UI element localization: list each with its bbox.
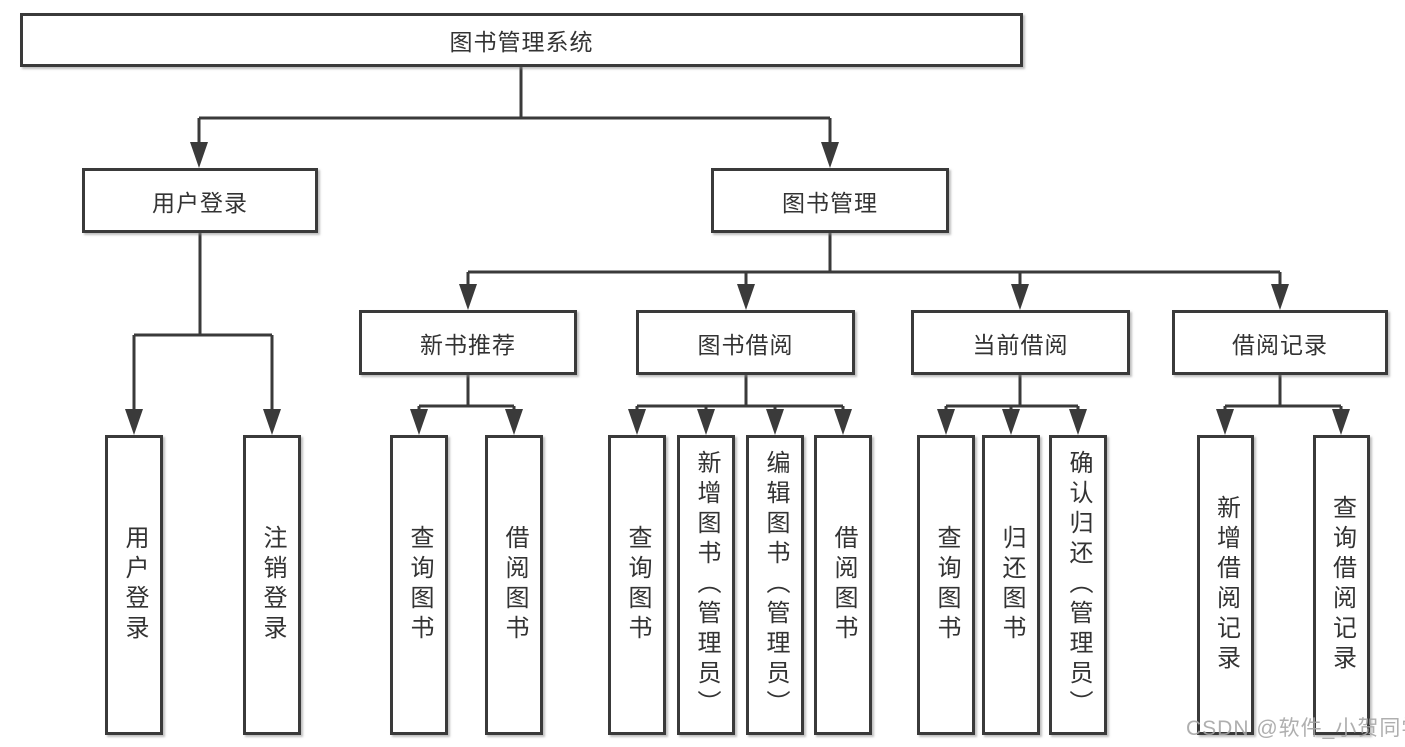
arrow-icon xyxy=(1332,409,1350,435)
leaf-query-books: 查询图书 xyxy=(917,435,975,735)
leaf-label: 归还图书 xyxy=(998,525,1025,645)
arrow-icon xyxy=(190,142,208,168)
node-current-borrowing: 当前借阅 xyxy=(911,310,1130,375)
leaf-logout: 注销登录 xyxy=(243,435,301,735)
leaf-query-books: 查询图书 xyxy=(390,435,448,735)
leaf-query-borrow-record: 查询借阅记录 xyxy=(1313,435,1370,735)
arrow-icon xyxy=(821,142,839,168)
leaf-label: 注销登录 xyxy=(259,525,286,645)
arrow-icon xyxy=(1069,409,1087,435)
leaf-label: 确认归还（管理员） xyxy=(1065,450,1092,720)
arrow-icon xyxy=(628,409,646,435)
leaf-confirm-return-admin: 确认归还（管理员） xyxy=(1049,435,1107,735)
connector-book-borrowing-children xyxy=(635,375,845,412)
arrow-icon xyxy=(1011,284,1029,310)
connector-borrowing-records-children xyxy=(1223,375,1343,412)
leaf-label: 查询借阅记录 xyxy=(1328,495,1356,675)
arrow-icon xyxy=(1271,284,1289,310)
connector-new-book-recommend-children xyxy=(417,375,516,412)
arrow-icon xyxy=(1002,409,1020,435)
node-new-book-recommend: 新书推荐 xyxy=(359,310,577,375)
leaf-borrow-books: 借阅图书 xyxy=(814,435,872,735)
arrow-icon xyxy=(697,409,715,435)
node-book-borrowing: 图书借阅 xyxy=(636,310,855,375)
leaf-label: 新增图书（管理员） xyxy=(693,450,720,720)
watermark: CSDN @软件_小贺同学 xyxy=(1186,717,1405,740)
leaf-edit-books-admin: 编辑图书（管理员） xyxy=(746,435,804,735)
arrow-icon xyxy=(1216,409,1234,435)
connector-book-management-children xyxy=(466,233,1282,288)
leaf-borrow-books: 借阅图书 xyxy=(485,435,543,735)
arrow-icon xyxy=(737,284,755,310)
connector-current-borrowing-children xyxy=(944,375,1080,412)
arrow-icon xyxy=(410,409,428,435)
node-user-login: 用户登录 xyxy=(82,168,318,233)
leaf-label: 查询图书 xyxy=(624,525,651,645)
leaf-label: 用户登录 xyxy=(121,525,148,645)
leaf-label: 新增借阅记录 xyxy=(1212,495,1240,675)
arrow-icon xyxy=(834,409,852,435)
leaf-user-login: 用户登录 xyxy=(105,435,163,735)
leaf-return-books: 归还图书 xyxy=(982,435,1040,735)
leaf-add-books-admin: 新增图书（管理员） xyxy=(677,435,735,735)
node-book-management: 图书管理 xyxy=(711,168,949,233)
arrow-icon xyxy=(459,284,477,310)
leaf-label: 借阅图书 xyxy=(501,525,528,645)
arrow-icon xyxy=(125,409,143,435)
node-borrowing-records: 借阅记录 xyxy=(1172,310,1388,375)
connector-user-login-children xyxy=(132,233,274,412)
arrow-icon xyxy=(263,409,281,435)
leaf-label: 查询图书 xyxy=(933,525,960,645)
leaf-add-borrow-record: 新增借阅记录 xyxy=(1197,435,1254,735)
leaf-label: 编辑图书（管理员） xyxy=(762,450,789,720)
leaf-query-books: 查询图书 xyxy=(608,435,666,735)
leaf-label: 查询图书 xyxy=(406,525,433,645)
arrow-icon xyxy=(505,409,523,435)
node-root-library-management-system: 图书管理系统 xyxy=(20,13,1023,67)
arrow-icon xyxy=(766,409,784,435)
arrow-icon xyxy=(937,409,955,435)
leaf-label: 借阅图书 xyxy=(830,525,857,645)
connector-root-to-level2 xyxy=(197,67,832,146)
